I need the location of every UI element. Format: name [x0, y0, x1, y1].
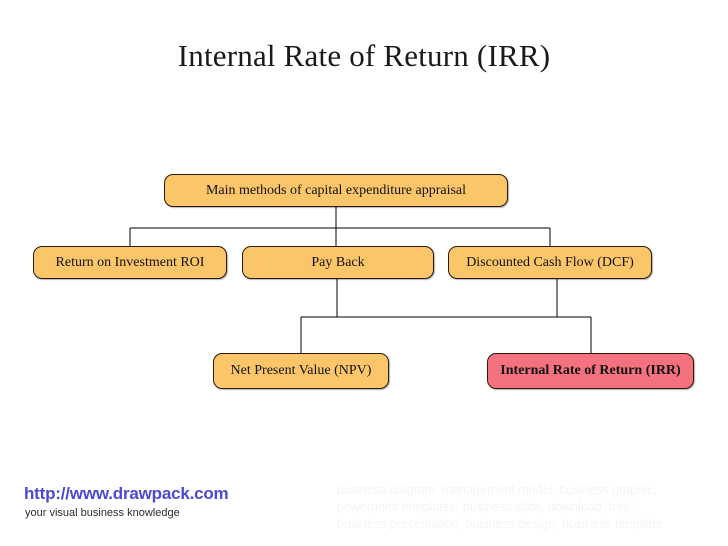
hierarchy-diagram: Main methods of capital expenditure appr… — [33, 174, 694, 389]
slide-footer: http://www.drawpack.com your visual busi… — [0, 460, 728, 546]
node-main-methods[interactable]: Main methods of capital expenditure appr… — [164, 174, 508, 207]
node-pay-back[interactable]: Pay Back — [242, 246, 434, 279]
node-discounted-cash-flow[interactable]: Discounted Cash Flow (DCF) — [448, 246, 652, 279]
page-title: Internal Rate of Return (IRR) — [177, 38, 551, 73]
node-internal-rate-of-return[interactable]: Internal Rate of Return (IRR) — [487, 353, 694, 389]
connector-lines — [129, 207, 592, 353]
keyword-watermark: business diagram, management model, busi… — [337, 482, 727, 533]
keyword-line-1: business diagram, management model, busi… — [337, 483, 657, 497]
brand-url-link[interactable]: http://www.drawpack.com — [24, 484, 229, 503]
node-net-present-value[interactable]: Net Present Value (NPV) — [213, 353, 389, 389]
node-return-on-investment[interactable]: Return on Investment ROI — [33, 246, 227, 279]
keyword-line-2: powerpoint templates, business slide, do… — [337, 500, 634, 514]
brand-tagline: your visual business knowledge — [25, 507, 180, 519]
keyword-line-3: business presentation, business design, … — [337, 517, 663, 531]
